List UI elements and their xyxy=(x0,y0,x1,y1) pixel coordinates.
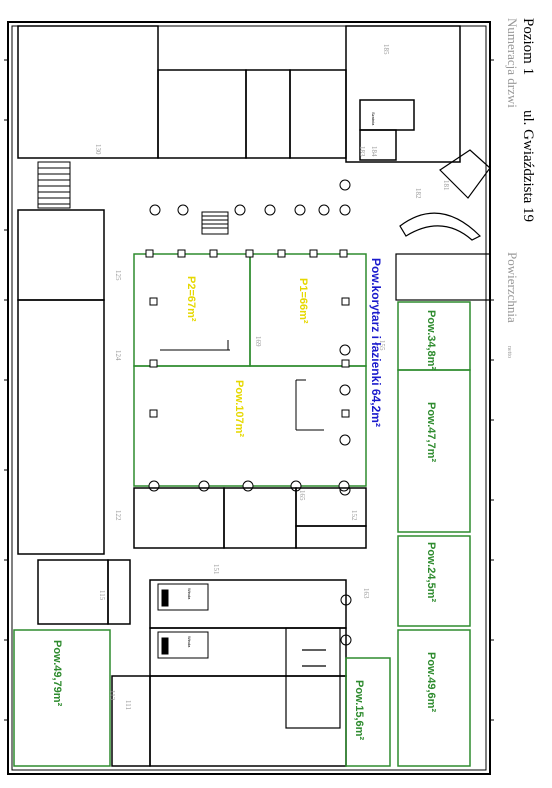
door-number: 182 xyxy=(414,188,422,199)
area-label-496: Pow.49,6m² xyxy=(425,652,437,712)
door-number: 163 xyxy=(362,588,370,599)
rooms-middle-lower xyxy=(133,487,367,767)
area-label-p2: P2=67m² xyxy=(185,276,197,322)
outer-walls xyxy=(7,21,491,775)
small-labels: Winda Winda Szatnia xyxy=(187,112,376,648)
columns xyxy=(149,179,352,646)
wc-label: Szatnia xyxy=(371,112,376,126)
area-label-4979: Pow.49,79m² xyxy=(51,640,63,707)
area-label-corridor: Pow.korytarz i łazienki 64,2m² xyxy=(369,258,383,427)
area-label-245: Pow.24,5m² xyxy=(425,542,437,602)
door-number: 122 xyxy=(114,510,122,521)
door-number: 152 xyxy=(350,510,358,521)
door-number: 125 xyxy=(114,270,122,281)
rooms-left xyxy=(17,209,151,767)
area-legend: Powierzchnia xyxy=(505,252,520,323)
door-numbers: 185 184 183 182 181 169 165 163 155 152 … xyxy=(94,44,450,710)
lift-label: Winda xyxy=(187,636,192,648)
door-number: 165 xyxy=(298,490,306,501)
level-title: Poziom 1 xyxy=(520,18,536,75)
address-title: ul. Gwiaździsta 19 xyxy=(520,110,536,222)
door-number: 115 xyxy=(98,590,106,601)
door-numbering-legend: Numeracja drzwi xyxy=(505,18,520,108)
door-number: 130 xyxy=(94,144,102,155)
entrance-icon xyxy=(399,149,491,241)
door-number: 155 xyxy=(378,340,386,351)
central-rooms xyxy=(133,253,367,487)
lift-label: Winda xyxy=(187,588,192,600)
door-number: 181 xyxy=(442,180,450,191)
door-number: 111 xyxy=(124,700,132,710)
area-label-156: Pow.15,6m² xyxy=(353,680,365,740)
door-number: 184 xyxy=(370,146,378,157)
lift-icons xyxy=(157,583,209,659)
door-number: 185 xyxy=(382,44,390,55)
header: Poziom 1 ul. Gwiaździsta 19 Numeracja dr… xyxy=(505,18,536,358)
area-labels: P2=67m² P1=66m² Pow.107m² Pow.korytarz i… xyxy=(51,258,437,740)
door-number: 124 xyxy=(114,350,122,361)
stair-icon xyxy=(37,161,229,235)
door-number: 151 xyxy=(212,564,220,575)
window-notches xyxy=(4,59,494,721)
rooms-right-walls xyxy=(285,253,491,729)
central-inner-lines xyxy=(160,340,324,431)
central-columns xyxy=(145,249,350,492)
rooms-top xyxy=(17,25,461,163)
area-label-348: Pow.34,8m² xyxy=(425,310,437,370)
rooms-right xyxy=(13,301,471,767)
door-number: 183 xyxy=(358,146,366,157)
area-legend-sub: netto xyxy=(506,346,512,358)
door-number: 169 xyxy=(254,336,262,347)
area-label-477: Pow.47,7m² xyxy=(425,402,437,462)
door-number: 113 xyxy=(108,690,116,701)
area-label-p1: P1=66m² xyxy=(297,278,309,324)
area-label-p107: Pow.107m² xyxy=(233,380,245,437)
